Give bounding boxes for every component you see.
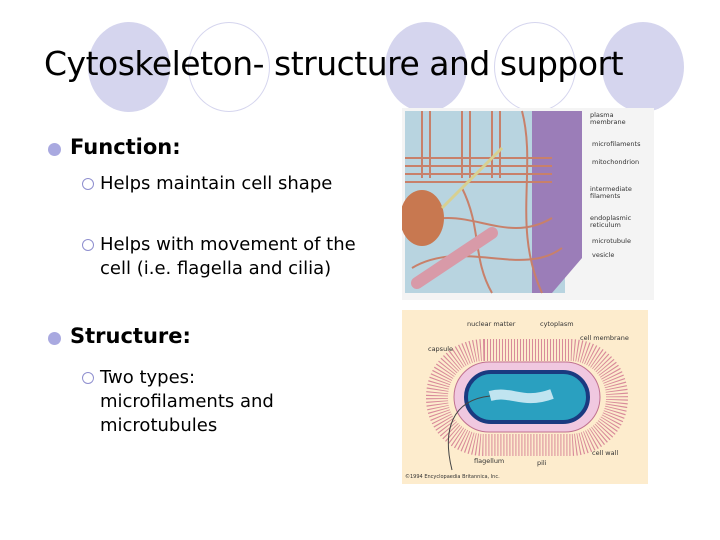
bullet-ring-icon	[82, 372, 94, 384]
figure-label: cell wall	[592, 449, 619, 457]
figure-label: endoplasmic reticulum	[590, 214, 632, 229]
sub-bullet: Helps maintain cell shape	[82, 172, 375, 196]
figure-label: mitochondrion	[592, 158, 640, 166]
bacterium-illustration	[426, 339, 628, 471]
bullet-label: Function:	[70, 135, 181, 159]
sub-bullet-text: Helps maintain cell shape	[100, 173, 333, 194]
figure-label: vesicle	[592, 251, 615, 259]
figure-credit: ©1994 Encyclopaedia Britannica, Inc.	[405, 474, 500, 480]
bacterium-figure: nuclear matter cytoplasm cell membrane c…	[402, 310, 648, 484]
figure-label: flagellum	[474, 457, 505, 465]
figure-label: intermediate filaments	[590, 185, 632, 200]
cytoskeleton-figure: plasma membrane microfilaments mitochond…	[402, 108, 654, 300]
bullet-structure: Structure:	[48, 324, 191, 348]
bullet-dot-icon	[48, 143, 61, 156]
sub-bullet-text: Helps with movement of the cell (i.e. fl…	[100, 234, 356, 279]
bullet-dot-icon	[48, 332, 61, 345]
sub-bullet: Helps with movement of the cell (i.e. fl…	[82, 233, 365, 281]
figure-label: cell membrane	[580, 334, 629, 342]
figure-label: microtubule	[592, 237, 631, 245]
decor-circle	[188, 22, 270, 112]
sub-bullet: Two types: microfilaments and microtubul…	[82, 366, 330, 438]
figure-label: nuclear matter	[467, 320, 516, 328]
figure-label: capsule	[428, 345, 453, 353]
slide-title: Cytoskeleton- structure and support	[44, 44, 624, 83]
bullet-label: Structure:	[70, 324, 191, 348]
figure-label: microfilaments	[592, 140, 641, 148]
bullet-function: Function:	[48, 135, 181, 159]
figure-label: pili	[537, 459, 547, 467]
bullet-ring-icon	[82, 178, 94, 190]
decor-circle	[602, 22, 684, 112]
bullet-ring-icon	[82, 239, 94, 251]
figure-label: plasma membrane	[590, 111, 626, 126]
decor-circle	[385, 22, 467, 112]
cytoskeleton-illustration	[402, 110, 582, 294]
decor-circle	[88, 22, 170, 112]
figure-label: cytoplasm	[540, 320, 574, 328]
sub-bullet-text: Two types: microfilaments and microtubul…	[100, 367, 274, 436]
